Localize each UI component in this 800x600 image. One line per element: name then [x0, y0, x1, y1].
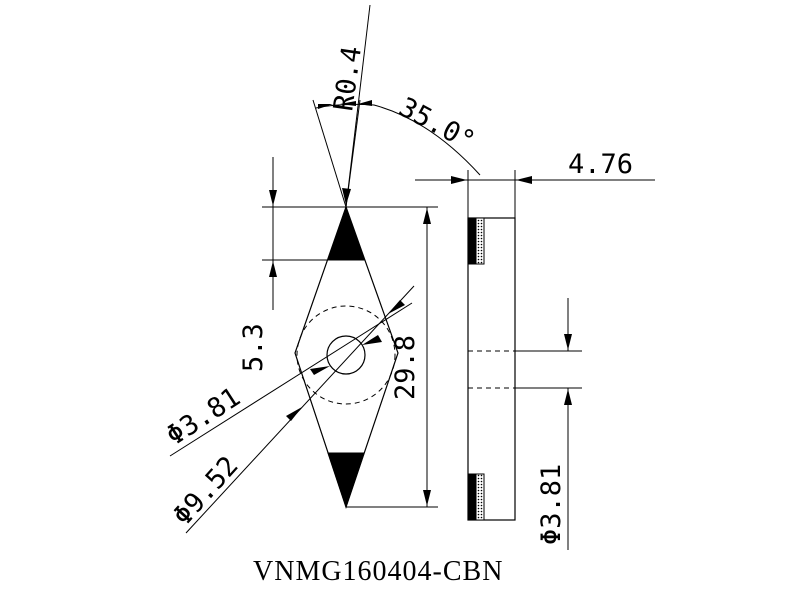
side-tip-top-solid — [467, 217, 477, 265]
inscribed-circle-label: Φ9.52 — [167, 451, 244, 532]
tip-radius-dimension: R0.4 — [328, 4, 371, 208]
inscribed-circle — [296, 305, 396, 405]
side-tip-bottom-dots — [475, 473, 485, 521]
hole-leader: Φ3.81 — [161, 302, 413, 457]
side-tip-bottom-solid — [467, 473, 477, 521]
side-hole-label: Φ3.81 — [536, 464, 567, 545]
tip-height-label: 5.3 — [238, 323, 269, 372]
cbn-tip-top — [327, 205, 365, 261]
cbn-tip-bottom — [327, 452, 365, 509]
side-tip-top-dots — [475, 217, 485, 265]
length-label: 29.8 — [390, 335, 421, 400]
center-hole — [326, 335, 366, 375]
hole-diameter-label: Φ3.81 — [161, 382, 246, 452]
side-hole-dimension: Φ3.81 — [515, 298, 582, 550]
thickness-dimension: 4.76 — [415, 149, 655, 218]
part-title: VNMG160404-CBN — [253, 556, 503, 587]
insert-front-view — [294, 205, 399, 509]
insert-side-view — [467, 217, 516, 521]
thickness-label: 4.76 — [568, 149, 633, 180]
side-body — [467, 217, 516, 521]
angle-label: 35.0° — [394, 92, 480, 158]
length-dimension: 29.8 — [346, 206, 438, 508]
tip-height-dimension: 5.3 — [238, 157, 346, 372]
